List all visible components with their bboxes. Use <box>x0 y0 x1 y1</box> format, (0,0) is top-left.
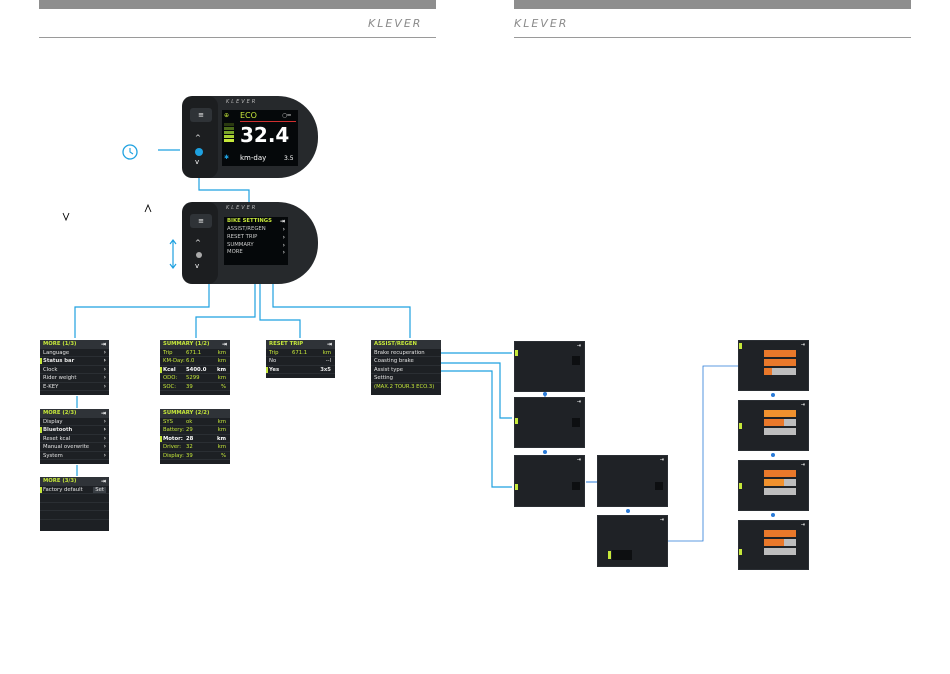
clock-icon <box>122 144 138 160</box>
down-button-2[interactable]: v <box>195 262 200 270</box>
select-button-2[interactable] <box>196 252 202 258</box>
more2-item[interactable]: Reset kcal› <box>40 435 109 444</box>
assist-regen-menu: ASSIST/REGEN Brake recuperation Coasting… <box>371 340 441 395</box>
more2-item[interactable]: Display› <box>40 418 109 427</box>
more-menu-2: MORE (2/3)⇥ Display› Bluetooth› Reset kc… <box>40 409 109 464</box>
more1-item[interactable]: Status bar› <box>40 357 109 366</box>
level-screen-2: ⇥ <box>738 400 809 451</box>
summary2-title: SUMMARY (2/2) <box>160 409 230 418</box>
brand-logo-left: KLEVER <box>368 17 423 30</box>
menu-item-assist: ASSIST/REGEN› <box>227 226 285 233</box>
mini-screen-setting-2: ⇥ <box>597 515 668 567</box>
light-icon: ⊕ <box>224 112 230 119</box>
main-screen: ⊕ ECO ○━ 32.4 ✱ km-day 3.5 <box>222 110 298 166</box>
menu-title: BIKE SETTINGS⇥ <box>224 217 288 226</box>
more1-item[interactable]: E-KEY› <box>40 383 109 391</box>
down-button[interactable]: v <box>195 158 200 166</box>
level-screen-4: ⇥ <box>738 520 809 570</box>
settings-menu: BIKE SETTINGS⇥ ASSIST/REGEN› RESET TRIP›… <box>224 217 288 265</box>
more1-title: MORE (1/3)⇥ <box>40 340 109 349</box>
trip-unit: km-day <box>240 154 267 162</box>
more3-title: MORE (3/3)⇥ <box>40 477 109 486</box>
device-logo-2: KLEVER <box>226 205 258 211</box>
assist-item[interactable]: Setting <box>371 374 441 383</box>
reset-title: RESET TRIP⇥ <box>266 340 335 349</box>
header-rule-left <box>39 37 436 38</box>
more-menu-1: MORE (1/3)⇥ Language› Status bar› Clock›… <box>40 340 109 395</box>
display-device-main: ≡ ^ v KLEVER ⊕ ECO ○━ 32.4 ✱ km-day 3.5 <box>182 96 318 178</box>
mini-screen-assist-type: ⇥ <box>514 455 585 507</box>
assist-footer: (MAX.2 TOUR.3 ECO.3) <box>374 383 435 390</box>
menu-item-summary: SUMMARY› <box>227 241 285 249</box>
up-button-2[interactable]: ^ <box>195 239 201 247</box>
select-button[interactable] <box>195 148 203 156</box>
level-screen-3: ⇥ <box>738 460 809 511</box>
light-button[interactable]: ≡ <box>190 108 212 122</box>
assist-item[interactable]: Assist type <box>371 366 441 375</box>
speed-readout: 32.4 <box>240 123 290 147</box>
mini-screen-setting-1: ⇥ <box>597 455 668 507</box>
display-device-settings: ≡ ^ v KLEVER BIKE SETTINGS⇥ ASSIST/REGEN… <box>182 202 318 284</box>
header-rule-right <box>514 37 911 38</box>
more2-title: MORE (2/3)⇥ <box>40 409 109 418</box>
battery-gauge <box>224 123 234 151</box>
header-bar-right <box>514 0 911 9</box>
more2-item[interactable]: Manual overwrite› <box>40 443 109 452</box>
light-button-2[interactable]: ≡ <box>190 214 212 228</box>
menu-item-more: MORE› <box>227 249 285 257</box>
bluetooth-icon: ✱ <box>224 154 230 161</box>
mini-screen-brake: ⇥ <box>514 341 585 392</box>
key-icon: ○━ <box>282 112 291 119</box>
more1-item[interactable]: Clock› <box>40 366 109 375</box>
set-button[interactable]: Set <box>93 487 106 493</box>
more1-item[interactable]: Rider weight› <box>40 374 109 383</box>
mini-screen-coasting: ⇥ <box>514 397 585 448</box>
up-button[interactable]: ^ <box>195 134 201 142</box>
more2-item[interactable]: System› <box>40 452 109 460</box>
trip-value: 3.5 <box>284 155 294 162</box>
more1-item[interactable]: Language› <box>40 349 109 358</box>
assist-title: ASSIST/REGEN <box>371 340 441 349</box>
device-logo: KLEVER <box>226 99 258 105</box>
assist-item[interactable]: Coasting brake <box>371 357 441 366</box>
menu-item-reset: RESET TRIP› <box>227 233 285 241</box>
header-bar-left <box>39 0 436 9</box>
summary1-title: SUMMARY (1/2)⇥ <box>160 340 230 349</box>
brand-logo-right: KLEVER <box>514 17 569 30</box>
more2-item[interactable]: Bluetooth› <box>40 426 109 435</box>
assist-item[interactable]: Brake recuperation <box>371 349 441 358</box>
mode-label: ECO <box>240 111 257 120</box>
level-screen-1: ⇥ <box>738 340 809 391</box>
